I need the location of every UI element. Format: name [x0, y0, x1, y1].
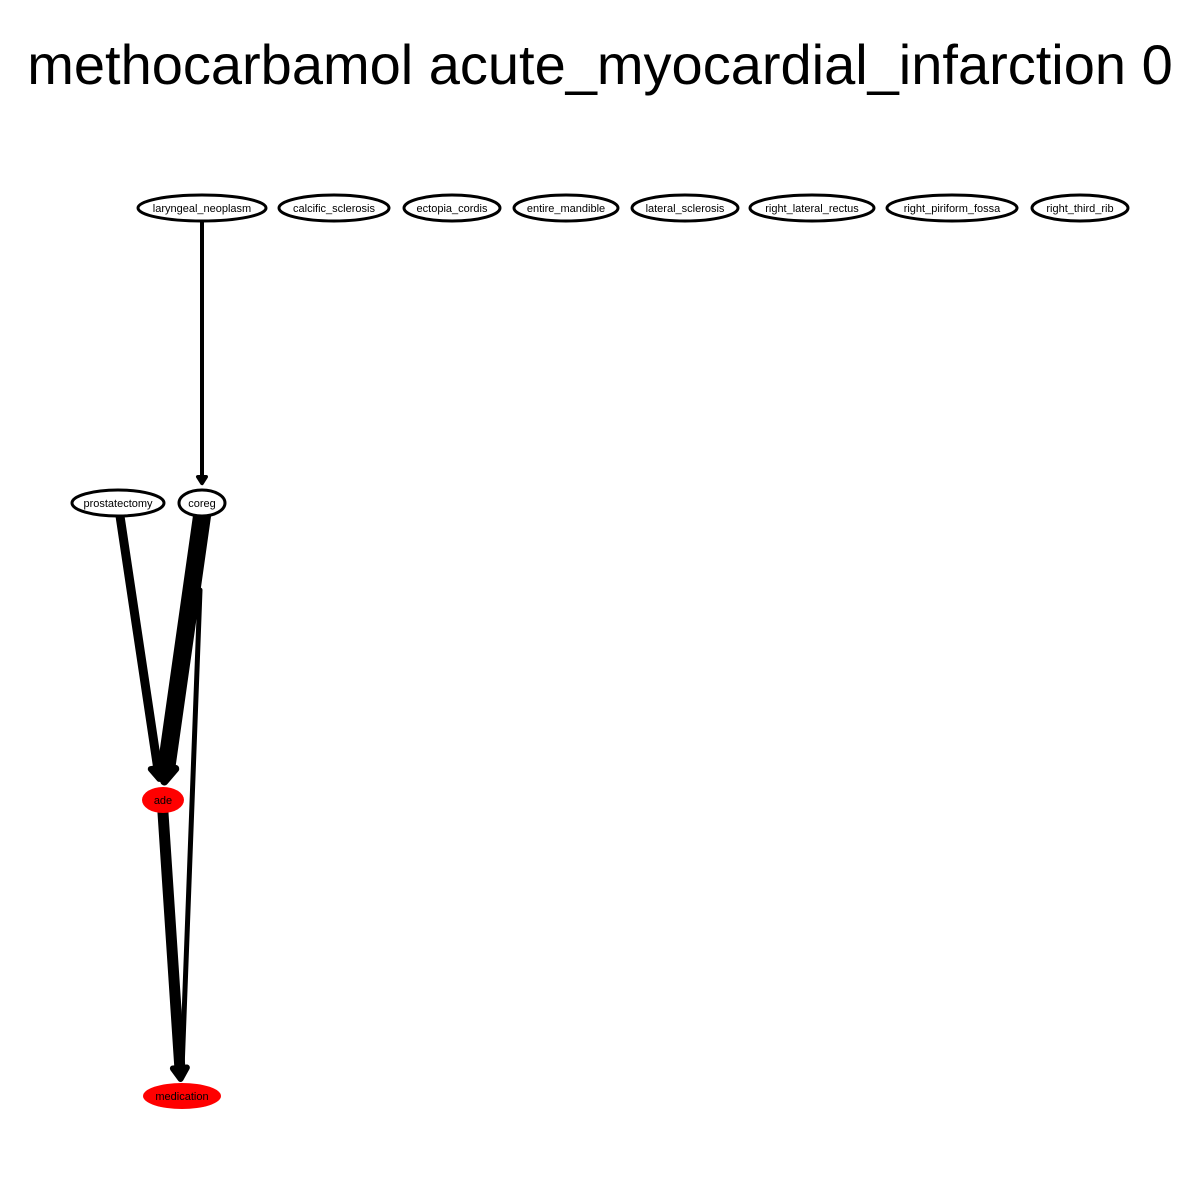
node-ade[interactable]: ade: [142, 787, 184, 813]
edge-laryngeal_neoplasm-to-coreg: [196, 219, 208, 486]
node-label: ectopia_cordis: [417, 203, 488, 215]
node-shape: [142, 787, 184, 813]
node-shape: [885, 193, 1019, 223]
node-label: ade: [154, 795, 172, 807]
node-calcific_sclerosis[interactable]: calcific_sclerosis: [277, 193, 391, 223]
arrowhead: [153, 762, 180, 786]
node-medication[interactable]: medication: [143, 1083, 221, 1109]
node-label: calcific_sclerosis: [293, 203, 375, 215]
edge-coreg-to-ade: [153, 507, 211, 786]
node-label: lateral_sclerosis: [646, 203, 725, 215]
node-shape: [402, 193, 502, 223]
edge-line: [115, 511, 163, 775]
node-coreg[interactable]: coreg: [177, 488, 227, 518]
node-right_third_rib[interactable]: right_third_rib: [1030, 193, 1130, 223]
node-right_piriform_fossa[interactable]: right_piriform_fossa: [885, 193, 1019, 223]
node-lateral_sclerosis[interactable]: lateral_sclerosis: [630, 193, 740, 223]
arrowhead: [196, 474, 208, 486]
node-shape: [630, 193, 740, 223]
node-shape: [136, 193, 268, 223]
edge-line: [179, 587, 203, 1073]
node-right_lateral_rectus[interactable]: right_lateral_rectus: [748, 193, 876, 223]
node-shape: [748, 193, 876, 223]
node-laryngeal_neoplasm[interactable]: laryngeal_neoplasm: [136, 193, 268, 223]
node-shape: [277, 193, 391, 223]
node-label: laryngeal_neoplasm: [153, 203, 251, 215]
node-shape: [143, 1083, 221, 1109]
edge-ade-to-medication: [157, 807, 190, 1082]
node-label: prostatectomy: [83, 498, 153, 510]
graph-title: methocarbamol acute_myocardial_infarctio…: [27, 33, 1172, 96]
node-label: right_lateral_rectus: [765, 203, 859, 215]
node-label: right_third_rib: [1046, 203, 1113, 215]
edge-line: [157, 507, 211, 779]
edges-layer: [115, 219, 211, 1082]
arrowhead: [169, 1064, 190, 1082]
edge-line: [157, 807, 186, 1076]
node-shape: [1030, 193, 1130, 223]
node-prostatectomy[interactable]: prostatectomy: [70, 488, 166, 518]
node-shape: [177, 488, 227, 518]
node-label: entire_mandible: [527, 203, 605, 215]
node-entire_mandible[interactable]: entire_mandible: [512, 193, 620, 223]
nodes-layer: laryngeal_neoplasm calcific_sclerosis ecto…: [70, 193, 1130, 1109]
edge-prostatectomy-to-ade: [115, 511, 168, 782]
node-shape: [70, 488, 166, 518]
node-label: right_piriform_fossa: [904, 203, 1001, 215]
node-label: coreg: [188, 498, 216, 510]
node-label: medication: [155, 1091, 208, 1103]
node-shape: [512, 193, 620, 223]
node-ectopia_cordis[interactable]: ectopia_cordis: [402, 193, 502, 223]
